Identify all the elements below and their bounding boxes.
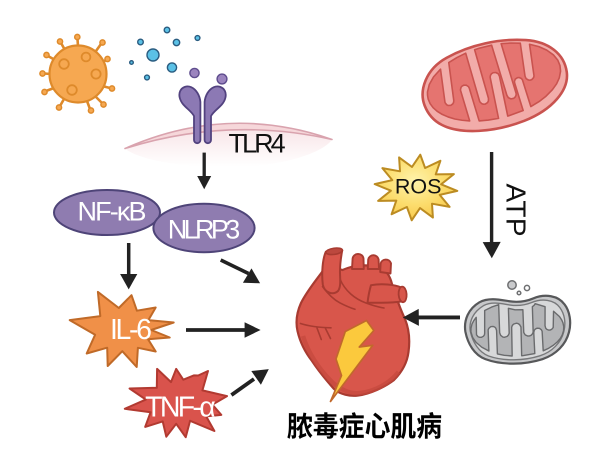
- svg-text:ATP: ATP: [501, 184, 532, 237]
- svg-text:NLRP3: NLRP3: [168, 214, 241, 244]
- svg-text:TNF-α: TNF-α: [145, 391, 216, 423]
- svg-text:TLR4: TLR4: [229, 128, 286, 158]
- svg-text:NF-κB: NF-κB: [78, 196, 147, 226]
- svg-text:ROS: ROS: [395, 175, 442, 199]
- svg-text:IL-6: IL-6: [110, 314, 152, 346]
